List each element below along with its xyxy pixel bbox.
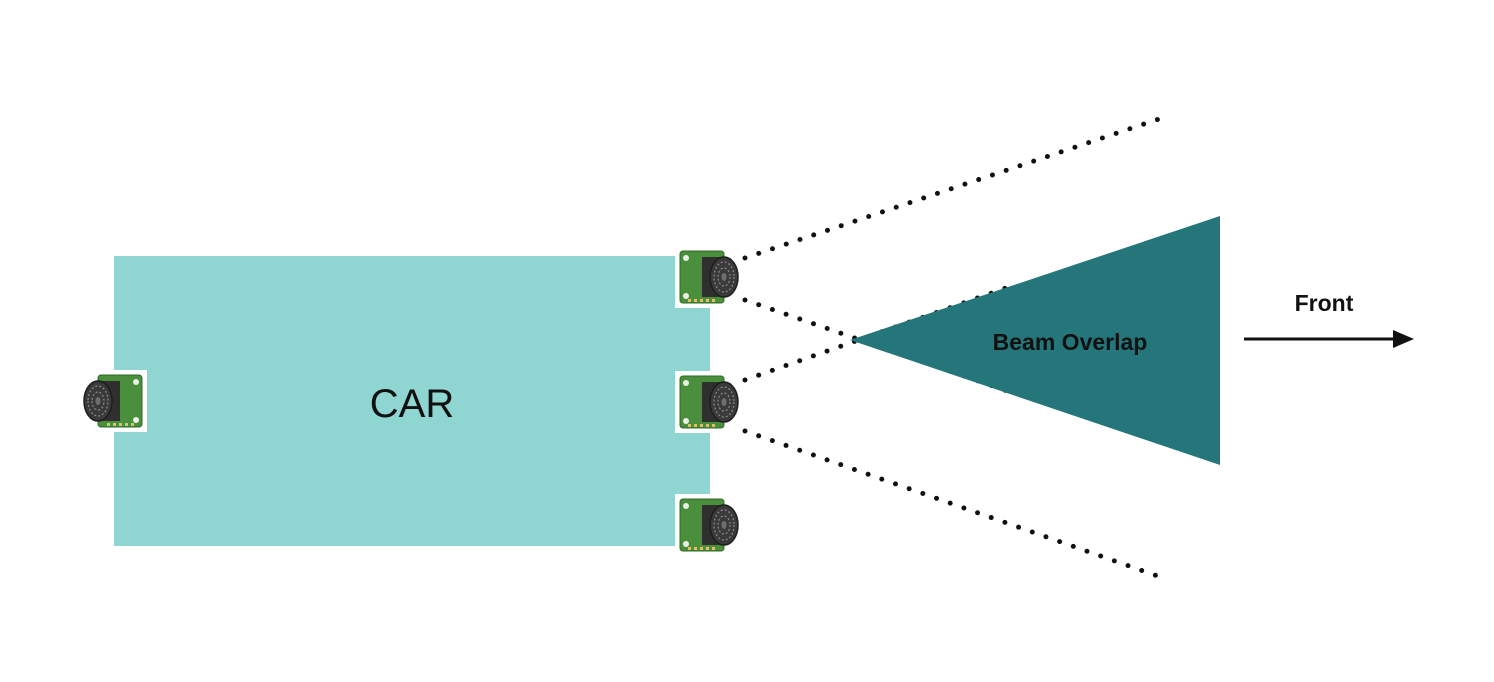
front-bottom-sensor-icon bbox=[674, 493, 742, 557]
front-top-sensor-icon bbox=[674, 245, 742, 309]
car-label: CAR bbox=[370, 382, 454, 426]
front-label: Front bbox=[1295, 290, 1354, 316]
beam-overlap-region bbox=[850, 216, 1220, 465]
front-middle-sensor-icon bbox=[674, 370, 742, 434]
front-arrow-head bbox=[1393, 330, 1414, 348]
beam-top-upper-edge bbox=[742, 113, 1171, 261]
car-body bbox=[114, 256, 710, 546]
rear-sensor-icon bbox=[80, 369, 148, 433]
beam-overlap-label: Beam Overlap bbox=[993, 329, 1148, 355]
beam-middle-lower-edge bbox=[742, 428, 1169, 582]
